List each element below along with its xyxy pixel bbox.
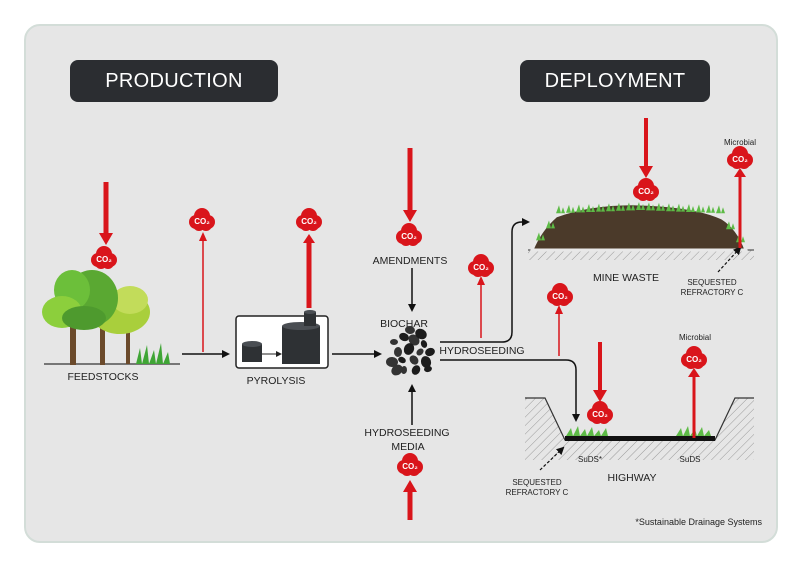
- co2-arrow-microbial-highway: [688, 368, 700, 438]
- co2-cloud-icon: CO₂: [633, 178, 659, 201]
- arrow-biochar-to-highway: [440, 359, 580, 422]
- sequested-mine-label-1: SEQUESTED: [687, 278, 737, 287]
- tree-icon: [42, 270, 150, 365]
- co2-cloud-label: CO₂: [301, 217, 317, 226]
- co2-arrow-microbial-mine: [734, 168, 746, 248]
- co2-arrow-emission-1: [199, 232, 207, 352]
- suds-left-label: SuDS*: [577, 455, 603, 464]
- co2-cloud-icon: CO₂: [681, 346, 707, 369]
- co2-cloud-icon: CO₂: [547, 283, 573, 306]
- sequested-hwy-label-1: SEQUESTED: [512, 478, 562, 487]
- production-header: PRODUCTION: [70, 60, 278, 102]
- suds-right-label: SuDS: [679, 455, 701, 464]
- feedstocks-label: FEEDSTOCKS: [67, 371, 139, 383]
- co2-arrow-into-amendments: [403, 148, 417, 222]
- co2-cloud-label: CO₂: [401, 232, 417, 241]
- co2-cloud-icon: CO₂: [189, 208, 215, 231]
- co2-cloud-icon: CO₂: [396, 223, 422, 246]
- co2-arrow-highway-emission: [555, 305, 563, 356]
- co2-cloud-label: CO₂: [592, 410, 608, 419]
- co2-cloud-label: CO₂: [552, 292, 568, 301]
- co2-cloud-label: CO₂: [473, 263, 489, 272]
- co2-cloud-label: CO₂: [638, 187, 654, 196]
- arrow-biochar-to-mine: [440, 218, 530, 343]
- co2-cloud-label: CO₂: [194, 217, 210, 226]
- co2-cloud-icon: CO₂: [727, 146, 753, 169]
- pyrolysis-label: PYROLYSIS: [246, 375, 306, 387]
- co2-cloud-icon: CO₂: [397, 453, 423, 476]
- pyrolysis-tank-icon: [235, 310, 329, 369]
- road-trench-icon: [525, 397, 754, 460]
- co2-cloud-icon: CO₂: [91, 246, 117, 269]
- co2-cloud-label: CO₂: [686, 355, 702, 364]
- deployment-header: DEPLOYMENT: [520, 60, 710, 102]
- co2-arrow-into-feedstocks: [99, 182, 113, 245]
- footnote: *Sustainable Drainage Systems: [635, 517, 762, 527]
- biochar-label: BIOCHAR: [380, 318, 428, 330]
- co2-cloud-label: CO₂: [96, 255, 112, 264]
- co2-arrow-pyrolysis-emission: [303, 234, 315, 308]
- sequestration-arrows: [539, 246, 742, 471]
- sequested-hwy-label-2: REFRACTORY C: [505, 488, 569, 497]
- highway-label: HIGHWAY: [607, 472, 657, 484]
- amendments-label: AMENDMENTS: [372, 255, 448, 267]
- sequested-mine-label-2: REFRACTORY C: [680, 288, 744, 297]
- microbial-label-top: Microbial: [723, 138, 757, 147]
- hydroseeding-media-label-1: HYDROSEEDING: [364, 427, 450, 439]
- biochar-pile-icon: [386, 325, 435, 376]
- hydroseeding-media-label-2: MEDIA: [391, 441, 425, 453]
- co2-arrow-media: [403, 480, 417, 520]
- grass-icon: [136, 343, 170, 364]
- co2-arrow-into-highway: [593, 342, 607, 402]
- co2-arrow-hydroseeding-emission: [477, 276, 485, 338]
- co2-cloud-label: CO₂: [402, 462, 418, 471]
- microbial-label-bottom: Microbial: [678, 333, 712, 342]
- soil-mound-icon: [528, 202, 754, 260]
- hydroseeding-label: HYDROSEEDING: [439, 345, 525, 357]
- co2-cloud-label: CO₂: [732, 155, 748, 164]
- co2-cloud-icon: CO₂: [587, 401, 613, 424]
- co2-arrow-into-mine: [639, 118, 653, 178]
- flow-arrows: [182, 218, 580, 425]
- co2-cloud-icon: CO₂: [468, 254, 494, 277]
- co2-cloud-icon: CO₂: [296, 208, 322, 231]
- mine-waste-label: MINE WASTE: [592, 272, 660, 284]
- co2-flux-layer: CO₂ CO₂ CO₂ CO₂ CO₂ CO₂ CO₂ CO₂ CO₂ CO₂ CO₂: [91, 118, 753, 520]
